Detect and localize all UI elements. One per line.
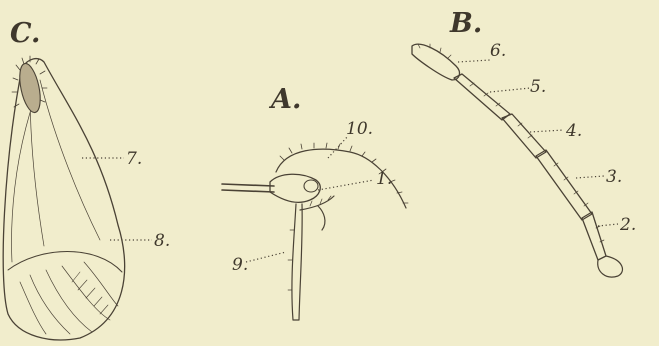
label-7: 7. [126,149,142,169]
label-5: 5. [530,77,546,97]
figure-b-segment-2 [582,212,606,260]
figure-b-segment-5 [454,74,510,120]
leader-4 [530,130,564,132]
figure-c-bristle-knob [16,62,44,115]
label-8: 8. [154,231,170,251]
figure-b-base [598,256,623,277]
leader-3 [576,176,604,178]
figure-b-segment-6 [412,44,459,80]
figure-a-joint [304,180,318,192]
figure-c-veins [12,80,118,334]
figure-c-lower-lobe [8,252,122,273]
figure-b-label: B. [449,8,482,39]
label-3: 3. [606,167,622,187]
label-4: 4. [565,121,582,141]
leader-1 [318,180,374,190]
leader-2 [598,224,618,226]
label-6: 6. [490,41,506,61]
figure-c-hatching [72,272,108,314]
leader-10 [328,136,348,158]
label-1: 1. [376,169,392,189]
figure-b-segment-4 [502,114,546,158]
figure-b: B. [412,8,622,277]
callout-labels: 6. 5. 4. 3. 2. 7. 8. 10. 1. 9. [126,41,636,275]
figure-a-label: A. [268,84,301,115]
label-9: 9. [232,255,248,275]
figure-a-head [270,174,320,202]
figure-a-stem [292,204,302,320]
figure-c: C. [3,18,124,340]
leader-9 [246,252,286,262]
figure-b-segment-3 [536,150,592,220]
figure-a-side-hairs [288,196,331,290]
label-10: 10. [346,119,373,139]
leader-5 [490,88,530,92]
figure-a: A. [222,84,408,320]
label-2: 2. [619,215,636,235]
figure-c-label: C. [10,18,40,49]
leader-6 [458,60,490,62]
figure-a-rod [222,184,274,192]
figure-c-outline [3,59,124,340]
